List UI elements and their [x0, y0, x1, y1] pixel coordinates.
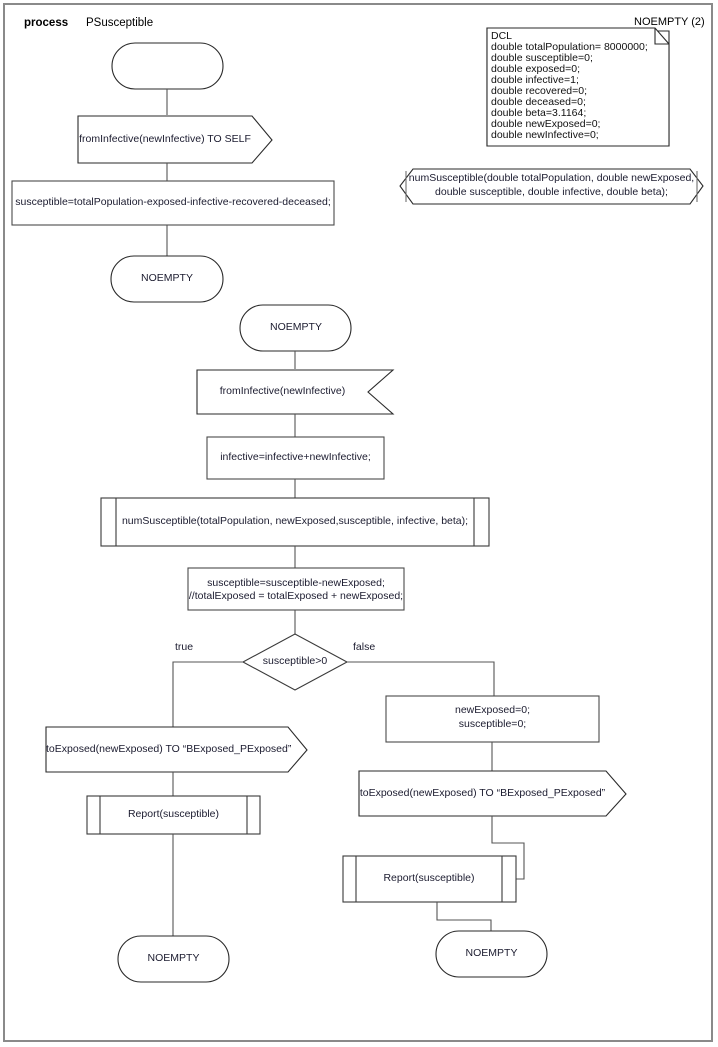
dcl-line-8: double newInfective=0; — [491, 129, 599, 141]
state-noempty-2-label: NOEMPTY — [270, 321, 322, 333]
branch-false-label: false — [353, 641, 376, 653]
state-end-false-shape — [435, 930, 548, 978]
decision-label: susceptible>0 — [262, 655, 328, 667]
input-from-infective-shape — [196, 369, 395, 415]
task-false-line1: newExposed=0; — [454, 704, 530, 716]
task-infective-label: infective=infective+newInfective; — [220, 451, 371, 463]
input-self-shape — [77, 115, 273, 164]
state-start-shape — [111, 42, 224, 90]
state-end-true-label: NOEMPTY — [147, 952, 200, 964]
decision-shape — [241, 633, 349, 691]
output-true-shape — [45, 726, 308, 773]
dcl-line-6: double beta=3.1164; — [491, 107, 587, 119]
report-true-label: Report(susceptible) — [127, 808, 220, 820]
dcl-line-7: double newExposed=0; — [491, 118, 601, 130]
process-name: PSusceptible — [86, 17, 154, 29]
report-false-label: Report(susceptible) — [383, 872, 475, 884]
dcl-line-4: double recovered=0; — [491, 85, 588, 97]
connector-report-false-to-state — [436, 902, 492, 931]
dcl-line-3: double infective=1; — [491, 74, 579, 86]
task-susceptible-shape — [11, 180, 335, 226]
input-self-label: fromInfective(newInfective) TO SELF — [79, 133, 251, 145]
task-false-line2: susceptible=0; — [458, 718, 527, 730]
state-noempty-2-shape — [239, 304, 352, 352]
output-true-label: toExposed(newExposed) TO “BExposed_PExpo… — [46, 743, 292, 755]
task-infective-shape — [206, 436, 385, 480]
dcl-line-0: double totalPopulation= 8000000; — [491, 41, 648, 53]
state-end-false-label: NOEMPTY — [465, 947, 518, 959]
page-label: NOEMPTY (2) — [634, 16, 705, 28]
output-false-shape — [358, 770, 627, 817]
procedure-decl-line1: numSusceptible(double totalPopulation, d… — [408, 172, 695, 184]
dcl-fold-icon — [654, 28, 669, 45]
procedure-decl-shape — [399, 168, 704, 205]
task-susceptible-label: susceptible=totalPopulation-exposed-infe… — [15, 196, 331, 208]
state-noempty-1-shape — [110, 255, 224, 303]
task-exposed-line2: //totalExposed = totalExposed + newExpos… — [188, 590, 404, 602]
output-false-label: toExposed(newExposed) TO “BExposed_PExpo… — [359, 787, 606, 799]
connector-true-branch — [172, 661, 243, 727]
state-noempty-1-label: NOEMPTY — [141, 272, 193, 284]
branch-true-label: true — [175, 641, 194, 653]
report-true-shape — [86, 795, 261, 835]
dcl-line-5: double deceased=0; — [491, 96, 586, 108]
dcl-note-shape — [486, 27, 670, 147]
dcl-line-2: double exposed=0; — [491, 63, 581, 75]
procedure-call-shape — [100, 497, 490, 547]
procedure-call-label: numSusceptible(totalPopulation, newExpos… — [121, 515, 469, 527]
task-exposed-shape — [187, 567, 405, 611]
process-keyword: process — [24, 17, 69, 29]
state-end-true-shape — [117, 935, 230, 983]
task-false-shape — [385, 695, 600, 743]
page-frame — [3, 3, 713, 1042]
connector-false-branch — [347, 661, 495, 696]
procedure-decl-line2: double susceptible, double infective, do… — [435, 186, 668, 198]
dcl-title: DCL — [491, 30, 513, 42]
connector-output-false-to-report — [491, 816, 525, 880]
report-false-shape — [342, 855, 517, 903]
input-from-infective-label: fromInfective(newInfective) — [219, 385, 346, 397]
dcl-line-1: double susceptible=0; — [491, 52, 593, 64]
task-exposed-line1: susceptible=susceptible-newExposed; — [207, 577, 385, 589]
